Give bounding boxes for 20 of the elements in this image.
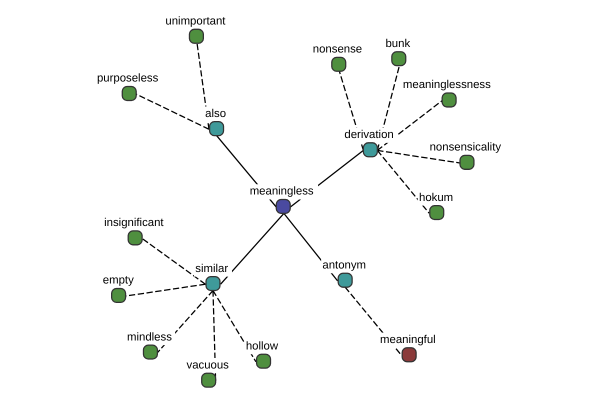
node-label: nonsense [312, 44, 362, 56]
connector [142, 238, 206, 285]
node-label: meaninglessness [402, 79, 491, 92]
connector [125, 284, 206, 297]
connector [136, 94, 210, 130]
node-label: bunk [385, 38, 410, 50]
connector [220, 212, 284, 285]
node-label: insignificant [104, 217, 164, 230]
connector [344, 286, 402, 356]
node-label: purposeless [96, 72, 158, 85]
connector [377, 150, 460, 164]
connector [376, 150, 430, 214]
connector [376, 66, 400, 151]
connector [212, 290, 256, 362]
node-label: unimportant [165, 16, 226, 28]
connector [156, 290, 214, 354]
node-label: empty [102, 274, 134, 287]
node-label: nonsensicality [430, 142, 502, 154]
connector [376, 100, 443, 151]
connector [196, 43, 210, 130]
